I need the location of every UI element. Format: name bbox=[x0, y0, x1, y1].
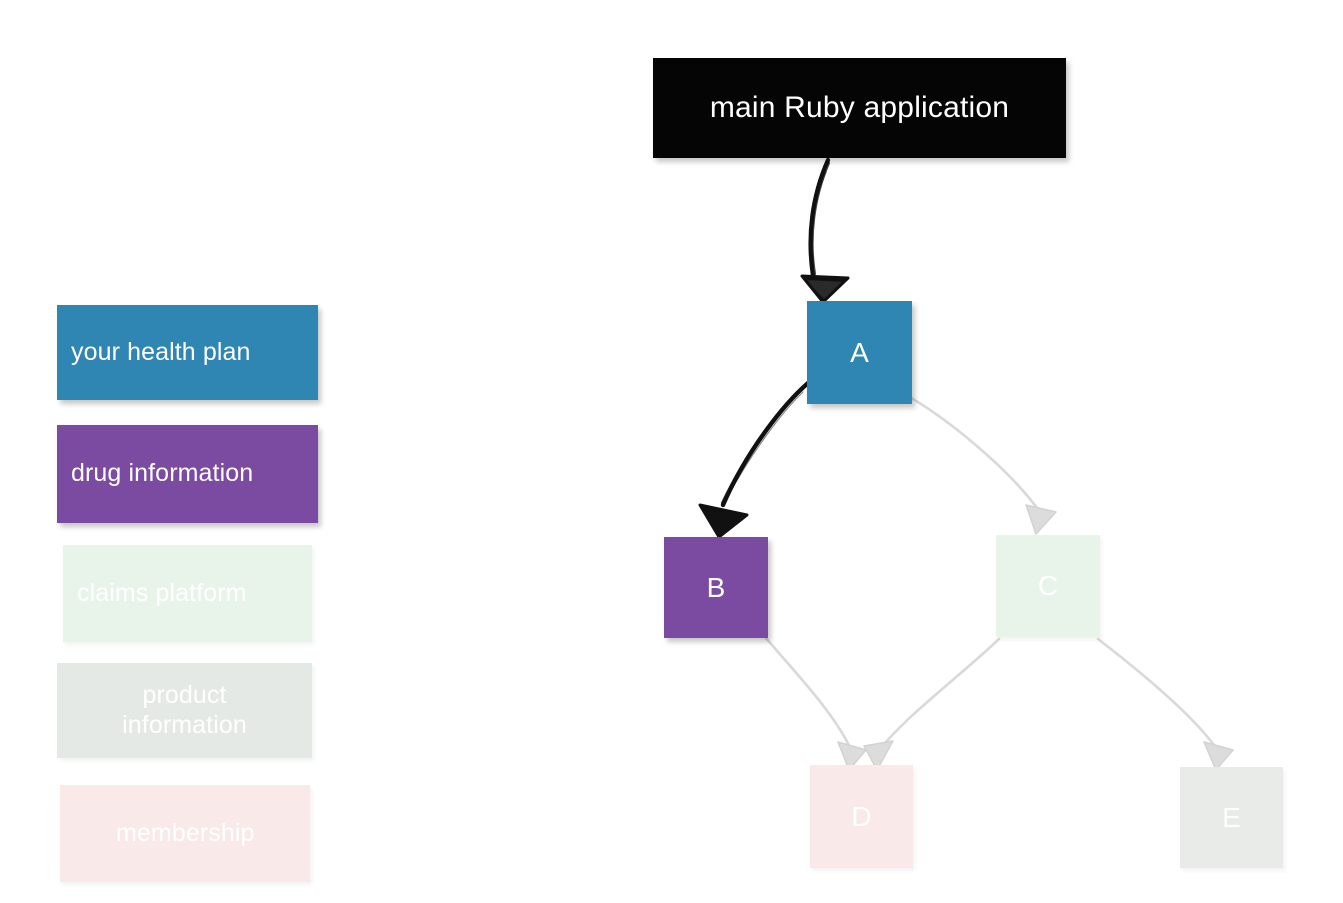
main-application-label: main Ruby application bbox=[709, 91, 1010, 125]
legend-item-membership[interactable]: membership bbox=[60, 785, 310, 882]
legend-item-drug-information[interactable]: drug information bbox=[57, 425, 318, 523]
edge-c-to-e bbox=[1096, 637, 1221, 754]
edge-a-to-c bbox=[899, 390, 1042, 514]
legend-item-label: product information bbox=[122, 681, 247, 739]
legend-item-label: claims platform bbox=[77, 578, 247, 607]
edge-main-to-a bbox=[808, 157, 831, 279]
legend-item-claims-platform[interactable]: claims platform bbox=[63, 545, 312, 642]
graph-node-label: B bbox=[706, 571, 726, 603]
legend-item-label: drug information bbox=[71, 459, 254, 488]
main-application-box[interactable]: main Ruby application bbox=[653, 58, 1066, 158]
graph-node-a[interactable]: A bbox=[807, 301, 912, 404]
graph-node-label: A bbox=[850, 336, 869, 368]
graph-node-c[interactable]: C bbox=[996, 535, 1100, 637]
edge-main-to-a-arrowhead bbox=[800, 274, 850, 304]
edge-c-to-d bbox=[876, 637, 1001, 754]
edge-c-to-e-arrowhead bbox=[1203, 741, 1234, 771]
legend-item-label: membership bbox=[116, 818, 255, 847]
legend-item-your-health-plan[interactable]: your health plan bbox=[57, 305, 318, 400]
edge-a-to-c-arrowhead bbox=[1025, 504, 1057, 535]
edge-a-to-b bbox=[720, 380, 811, 508]
graph-node-d[interactable]: D bbox=[810, 765, 913, 868]
edge-b-to-d bbox=[763, 635, 854, 754]
graph-node-label: C bbox=[1037, 570, 1059, 602]
graph-node-label: E bbox=[1222, 801, 1241, 833]
edge-a-to-b-arrowhead bbox=[698, 503, 749, 539]
legend-item-product-information[interactable]: product information bbox=[57, 663, 312, 758]
graph-node-b[interactable]: B bbox=[664, 537, 768, 638]
graph-node-label: D bbox=[851, 800, 872, 832]
graph-node-e[interactable]: E bbox=[1180, 767, 1283, 868]
legend-item-label: your health plan bbox=[71, 337, 251, 366]
